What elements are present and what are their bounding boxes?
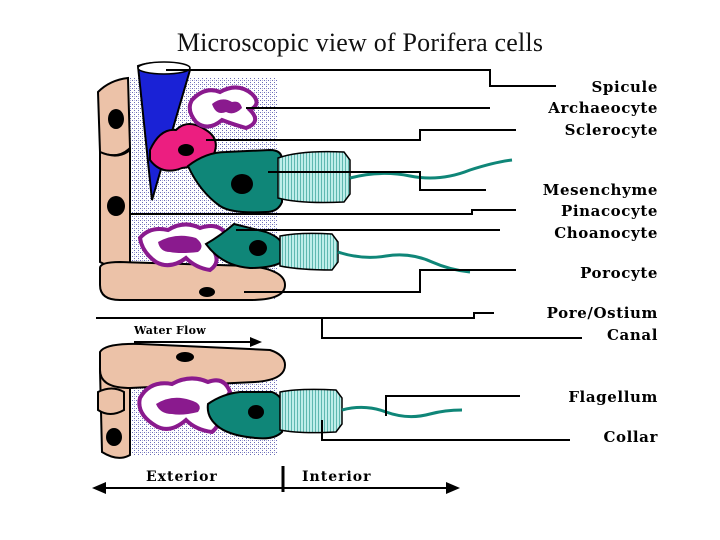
leader-sclerocyte <box>206 129 516 141</box>
label-spicule: Spicule <box>592 78 659 96</box>
cell-labels: Spicule Archaeocyte Sclerocyte Mesenchym… <box>543 78 659 446</box>
leader-pore <box>96 312 494 319</box>
label-collar: Collar <box>603 428 658 446</box>
collar-middle <box>279 232 339 271</box>
label-pinacocyte: Pinacocyte <box>561 202 658 220</box>
nucleus <box>249 240 267 256</box>
nucleus <box>176 352 194 362</box>
porocyte-cells <box>99 260 287 390</box>
label-canal: Canal <box>607 326 658 344</box>
flagellum-upper <box>349 158 513 180</box>
porocyte-cell <box>99 260 287 301</box>
collar-upper <box>277 150 351 204</box>
label-choanocyte: Choanocyte <box>554 224 658 242</box>
label-archaeocyte: Archaeocyte <box>547 99 658 117</box>
nucleus <box>178 144 194 156</box>
interior-label: Interior <box>302 469 372 485</box>
archaeocyte-nucleus <box>156 397 200 415</box>
choanocyte-cell <box>206 391 283 440</box>
flagellum-lower <box>341 405 463 419</box>
leader-porocyte <box>244 269 516 293</box>
label-pore-ostium: Pore/Ostium <box>547 304 658 322</box>
flagellum-middle <box>337 250 471 274</box>
nucleus <box>248 405 264 419</box>
nucleus <box>231 174 253 194</box>
nucleus <box>108 109 124 129</box>
leader-collar <box>321 420 570 441</box>
water-flow-arrow: Water Flow <box>133 324 262 347</box>
collar-lower <box>279 388 343 434</box>
spicule-tip <box>137 61 191 75</box>
water-flow-label: Water Flow <box>133 324 206 337</box>
exterior-pinacocytes <box>96 76 132 459</box>
label-porocyte: Porocyte <box>580 264 658 282</box>
leader-pinacocyte <box>130 209 516 215</box>
leader-lines <box>96 69 582 441</box>
leader-flagellum <box>385 395 520 416</box>
exterior-label: Exterior <box>146 469 218 485</box>
nucleus <box>107 196 125 216</box>
porocyte-cell <box>99 342 287 390</box>
label-flagellum: Flagellum <box>568 388 658 406</box>
archaeocyte-nucleus <box>158 235 202 253</box>
nucleus <box>106 428 122 446</box>
page-title: Microscopic view of Porifera cells <box>176 28 544 57</box>
archaeocyte-nucleus <box>212 99 242 114</box>
leader-spicule <box>166 69 556 87</box>
leader-canal <box>321 318 582 339</box>
leader-mesenchyme <box>268 171 486 191</box>
label-mesenchyme: Mesenchyme <box>543 181 658 199</box>
exterior-interior-axis: Exterior Interior <box>92 466 460 494</box>
label-sclerocyte: Sclerocyte <box>565 121 658 139</box>
nucleus <box>199 287 215 297</box>
pinacocyte-cell <box>97 387 125 415</box>
